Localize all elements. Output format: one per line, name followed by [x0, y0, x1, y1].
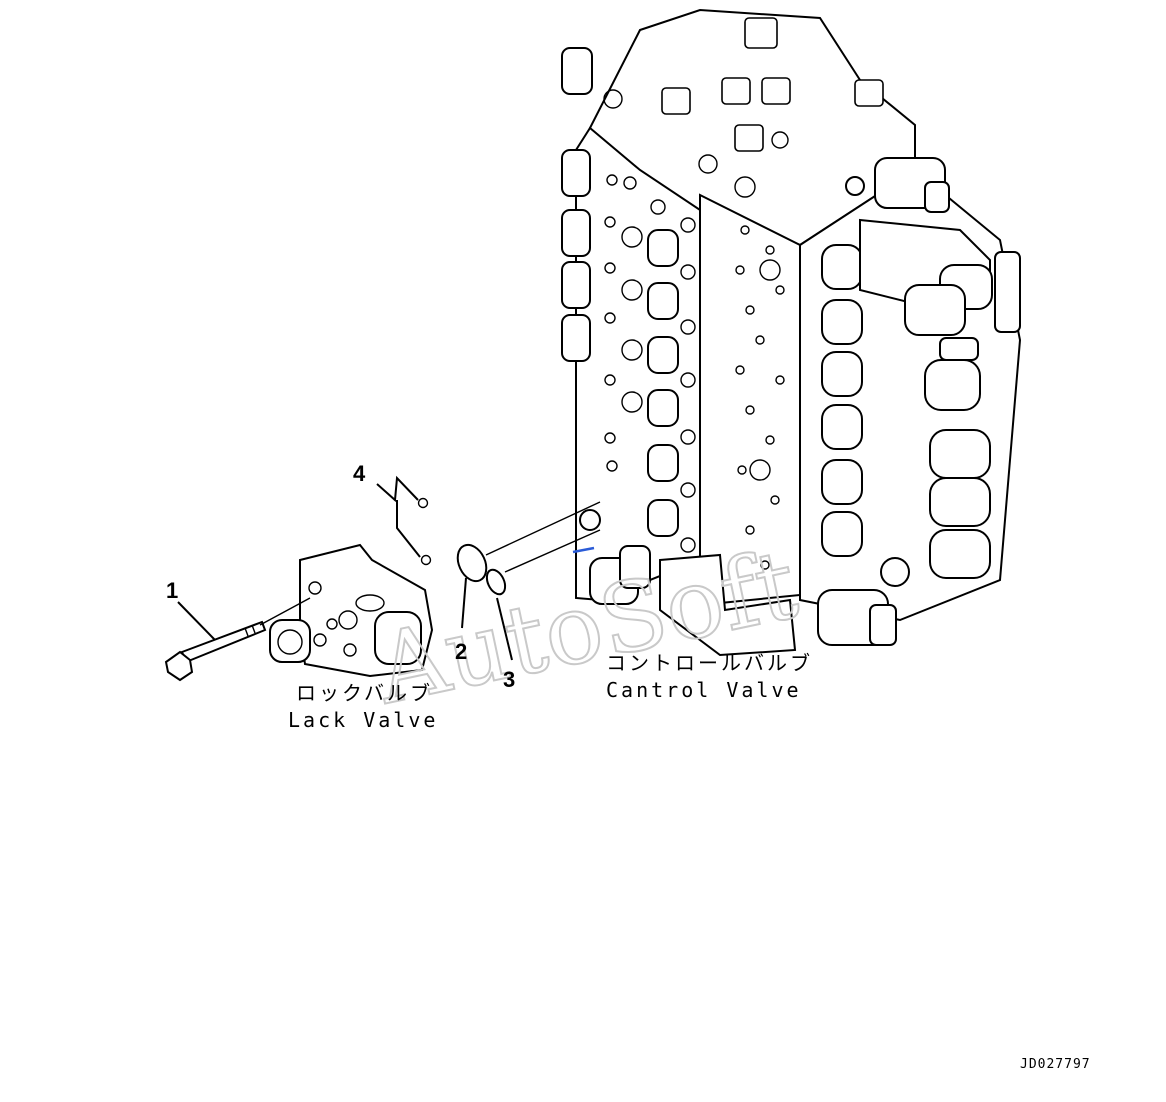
document-id: JD027797 [1020, 1057, 1091, 1072]
control-valve-label-jp: コントロールバルブ [606, 651, 813, 675]
callout-1: 1 [166, 578, 178, 603]
callout-3: 3 [503, 667, 515, 692]
o-ring-large [456, 543, 488, 583]
lock-valve-label-jp: ロックバルブ [296, 681, 433, 705]
control-valve-drawing [561, 8, 1022, 657]
callout-4: 4 [353, 461, 366, 486]
lock-valve-label-en: Lack Valve [288, 708, 438, 732]
callout-2: 2 [455, 639, 467, 664]
o-ring-pair [417, 497, 432, 566]
o-ring-small [485, 568, 507, 596]
lock-valve-drawing [269, 543, 434, 678]
control-valve-label-en: Cantrol Valve [606, 678, 802, 702]
leader-lines [177, 475, 601, 661]
bolt-part [164, 620, 267, 682]
